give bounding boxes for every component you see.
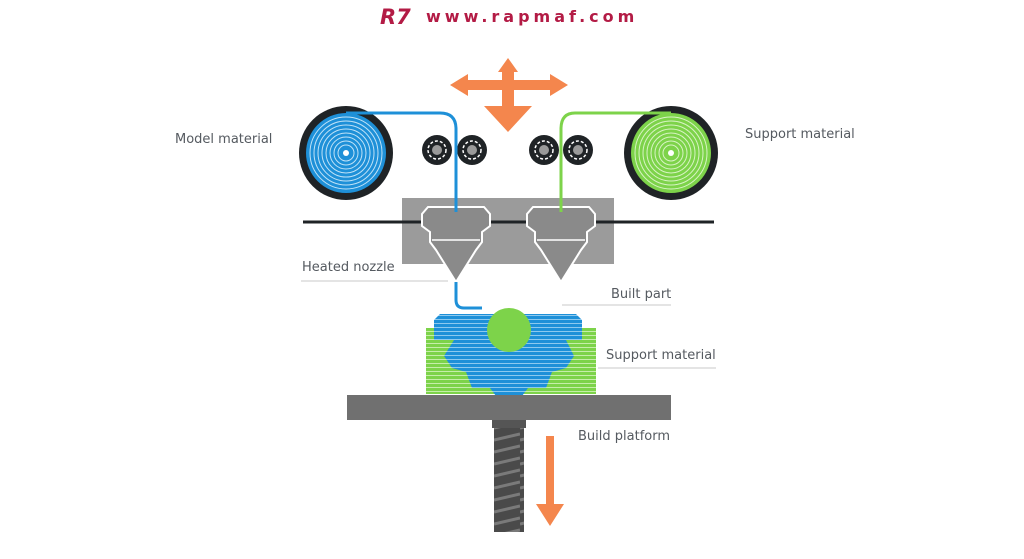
site-url[interactable]: www.rapmaf.com — [426, 6, 639, 26]
model-filament — [346, 111, 458, 212]
rapmaf-logo: R7 — [380, 5, 411, 27]
built-part-gear — [434, 308, 582, 396]
label-heated-nozzle: Heated nozzle — [302, 260, 395, 275]
label-built-part: Built part — [611, 287, 672, 302]
heated-nozzle-left — [421, 206, 491, 284]
label-support-material-top: Support material — [745, 127, 855, 142]
support-spool — [624, 106, 718, 200]
extruded-strand — [454, 282, 482, 310]
heated-nozzle-right — [526, 206, 596, 284]
support-filament — [559, 111, 671, 212]
feed-rollers — [422, 135, 593, 165]
model-spool — [299, 106, 393, 200]
roller-left-2 — [457, 135, 487, 165]
logo-text: R7 — [380, 5, 411, 27]
roller-right-2 — [563, 135, 593, 165]
label-support-material-bottom: Support material — [606, 348, 716, 363]
roller-right-1 — [529, 135, 559, 165]
lead-screw — [492, 420, 526, 532]
build-platform — [347, 395, 671, 420]
roller-left-1 — [422, 135, 452, 165]
four-way-arrow-icon — [450, 58, 568, 132]
label-build-platform: Build platform — [578, 429, 671, 444]
down-arrow-icon — [536, 436, 564, 526]
label-model-material: Model material — [175, 132, 273, 147]
header: R7 www.rapmaf.com — [380, 2, 638, 30]
leader-lines — [301, 280, 716, 369]
